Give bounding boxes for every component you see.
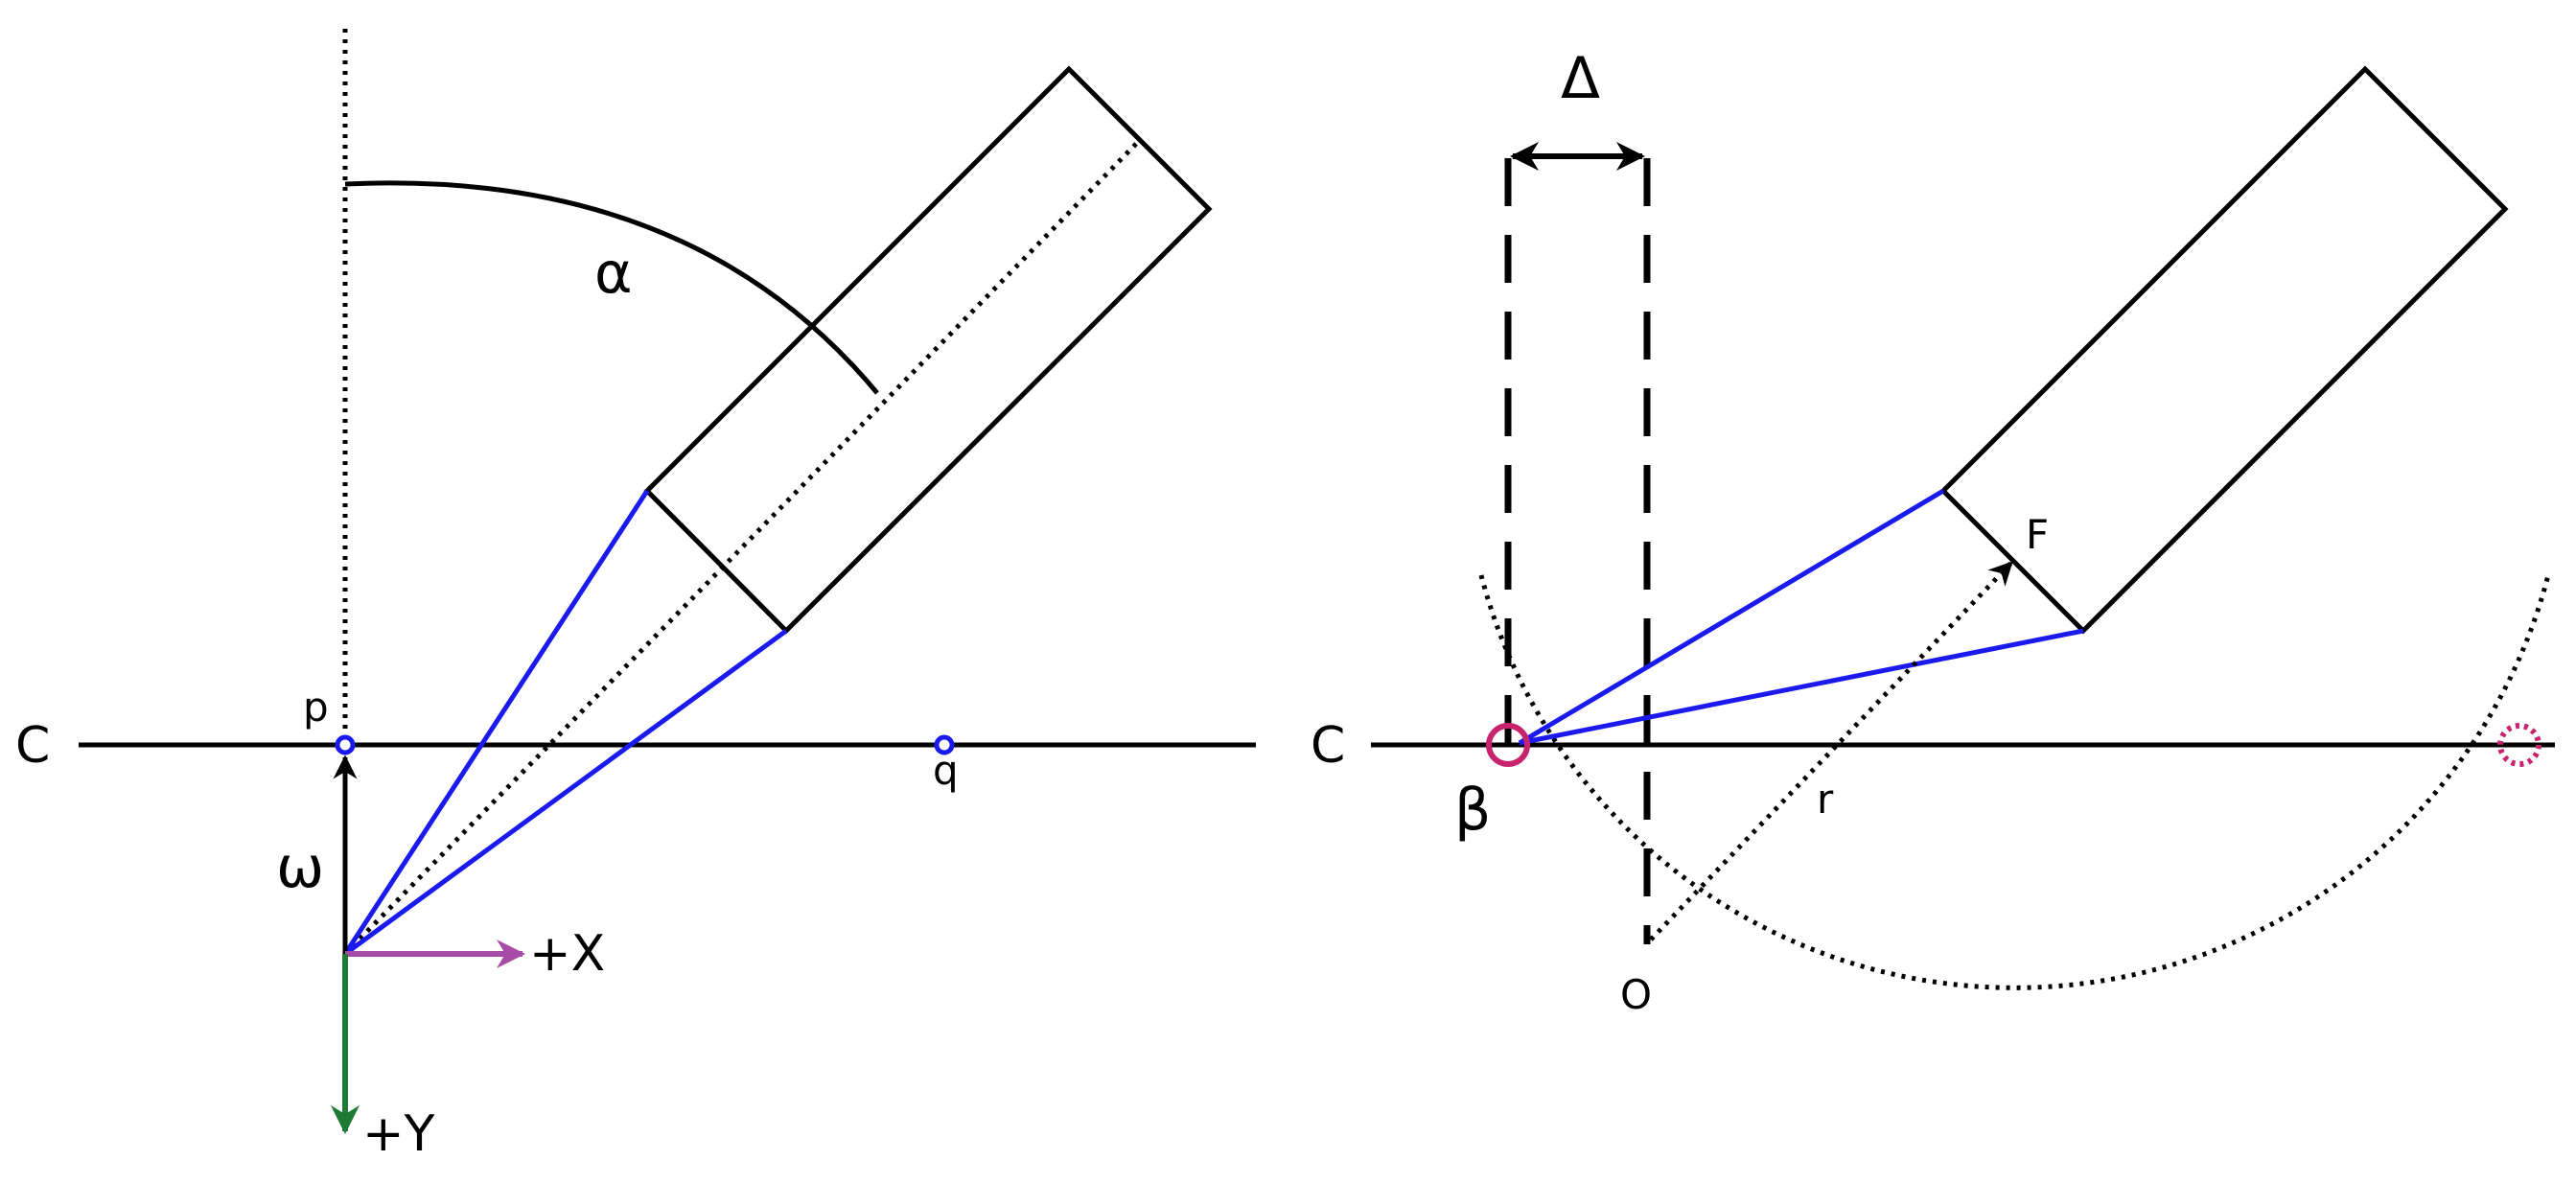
beam-edge-upper xyxy=(1518,488,1945,746)
center-axis-dotted xyxy=(343,137,1143,956)
label-alpha: α xyxy=(594,240,633,307)
label-q: q xyxy=(933,747,959,794)
rotation-circle-dotted xyxy=(1478,574,2551,990)
left-panel: C p q α ω +X +Y xyxy=(15,29,1256,1163)
beam-edge-upper xyxy=(342,489,650,956)
point-p xyxy=(335,734,356,755)
label-plus-y: +Y xyxy=(362,1105,435,1163)
label-c-right: C xyxy=(1311,717,1345,775)
label-r: r xyxy=(1817,776,1834,823)
opposite-marker-dotted xyxy=(2497,723,2541,767)
detector-rectangle xyxy=(643,65,1213,635)
label-delta: Δ xyxy=(1561,45,1600,112)
right-panel: C Δ β F r O xyxy=(1311,45,2555,1018)
beta-marker-circle xyxy=(1486,723,1530,767)
label-p: p xyxy=(303,684,329,731)
beam-edge-lower xyxy=(1519,628,2084,746)
label-plus-x: +X xyxy=(529,925,605,983)
radius-r-arrow xyxy=(1649,561,2013,941)
label-c-left: C xyxy=(15,717,50,775)
detector-rectangle xyxy=(1939,65,2509,635)
beam-edge-lower xyxy=(343,628,788,957)
point-q xyxy=(934,734,955,755)
label-f: F xyxy=(2026,511,2049,558)
label-o: O xyxy=(1620,971,1652,1018)
alpha-arc xyxy=(344,180,879,395)
label-omega: ω xyxy=(276,834,324,901)
label-beta: β xyxy=(1454,777,1491,844)
